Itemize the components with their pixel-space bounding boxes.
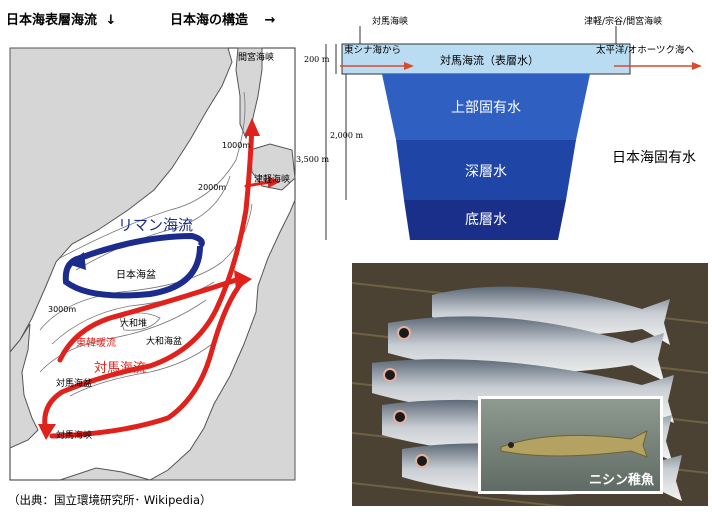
structure-heading: 日本海の構造 → xyxy=(170,9,275,28)
label-tsushima-current: 対馬海流 xyxy=(94,361,146,376)
juvenile-herring-inset: ニシン稚魚 xyxy=(478,396,663,494)
structure-title: 日本海の構造 xyxy=(170,13,249,28)
tsushima-current-branch-east xyxy=(49,277,247,439)
hokkaido-island xyxy=(249,143,296,191)
east-korea-current-arrow xyxy=(57,277,239,363)
warm-current-arrows xyxy=(42,123,272,439)
north-arrowhead-icon xyxy=(244,118,260,136)
label-tsushima-basin: 対馬海盆 xyxy=(56,377,92,389)
juvenile-herring-drawing xyxy=(481,399,660,491)
east-arrowhead-icon xyxy=(234,270,252,290)
label-east-korea: 東韓暖流 xyxy=(76,336,116,349)
label-tsushima-strait: 対馬海峡 xyxy=(56,429,92,441)
tsugaru-arrowhead-icon xyxy=(268,176,280,188)
label-yamato: 大和堆 xyxy=(120,317,147,329)
kyushu-island xyxy=(59,467,151,481)
right-arrow-icon: → xyxy=(264,13,276,28)
source-credit: （出典：国立環境研究所･ Wikipedia） xyxy=(8,493,212,507)
label-yamato-basin: 大和海盆 xyxy=(146,335,182,347)
surface-current-title: 日本海表層海流 xyxy=(6,13,98,28)
label-tsugaru: 津軽海峡 xyxy=(254,173,290,185)
liman-arrowhead-icon xyxy=(68,252,86,270)
tsushima-current-arrow xyxy=(42,123,255,435)
depth-1000-label: 1000m xyxy=(222,141,250,150)
surface-current-heading: 日本海表層海流 ↓ xyxy=(6,9,116,28)
depth-3000-label: 3000m xyxy=(48,305,76,314)
strait-arrowhead-icon xyxy=(38,424,56,440)
label-liman: リマン海流 xyxy=(118,216,193,234)
continent-land xyxy=(9,47,233,354)
land-masses xyxy=(9,47,296,481)
korean-peninsula xyxy=(9,323,39,449)
liman-current-arrow xyxy=(62,232,205,299)
juvenile-herring-label: ニシン稚魚 xyxy=(588,473,654,488)
warm-current-arrowheads xyxy=(38,118,280,440)
down-arrow-icon: ↓ xyxy=(105,13,117,28)
label-mamiya: 間宮海峡 xyxy=(238,51,274,63)
depth-2000-label: 2000m xyxy=(198,183,226,192)
honshu-island xyxy=(148,199,296,481)
label-basin: 日本海盆 xyxy=(116,268,156,281)
herring-photo: ニシン稚魚 xyxy=(352,263,708,506)
tsugaru-outflow-arrow xyxy=(244,180,272,188)
